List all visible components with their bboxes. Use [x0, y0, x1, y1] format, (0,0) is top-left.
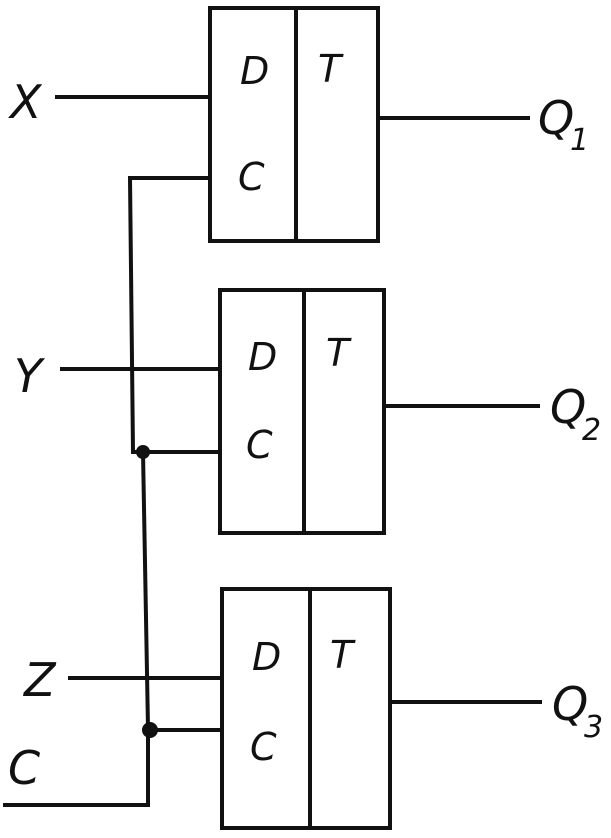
flipflop-2: D C T — [218, 288, 386, 535]
output-q2-index: 2 — [582, 413, 601, 448]
output-q3-label: Q 3 — [552, 677, 603, 745]
wire-clock-bus-lower — [140, 449, 151, 731]
flipflop-3-d-label: D — [252, 635, 281, 679]
flipflop-3: D C T — [220, 587, 392, 830]
flipflop-1-type-label: T — [318, 47, 344, 91]
output-q1-label: Q 1 — [538, 91, 589, 158]
input-x-label: X — [8, 75, 43, 129]
wire-clock-input — [3, 726, 150, 807]
flipflop-1-d-label: D — [240, 49, 269, 93]
input-z-label: Z — [22, 653, 57, 707]
flipflop-3-c-label: C — [250, 725, 277, 769]
flipflop-2-type-label: T — [326, 331, 352, 375]
flipflop-1: D C T — [208, 6, 380, 243]
flipflop-2-c-label: C — [246, 423, 273, 467]
junction-dot-ff2 — [136, 445, 150, 459]
junction-dot-ff3 — [142, 722, 158, 738]
flipflop-2-d-label: D — [248, 335, 277, 379]
output-q3-index: 3 — [584, 710, 603, 745]
flipflop-1-c-label: C — [238, 155, 265, 199]
flipflop-3-type-label: T — [330, 633, 356, 677]
output-q1-letter: Q — [538, 91, 574, 145]
output-q2-label: Q 2 — [550, 380, 601, 448]
input-c-label: C — [8, 741, 40, 795]
output-q1-index: 1 — [570, 123, 589, 158]
wire-clock-bus-upper — [127, 176, 212, 454]
input-y-label: Y — [14, 349, 46, 403]
flipflop-3-body — [220, 587, 392, 830]
output-q2-letter: Q — [550, 380, 586, 434]
output-q3-letter: Q — [552, 677, 588, 731]
